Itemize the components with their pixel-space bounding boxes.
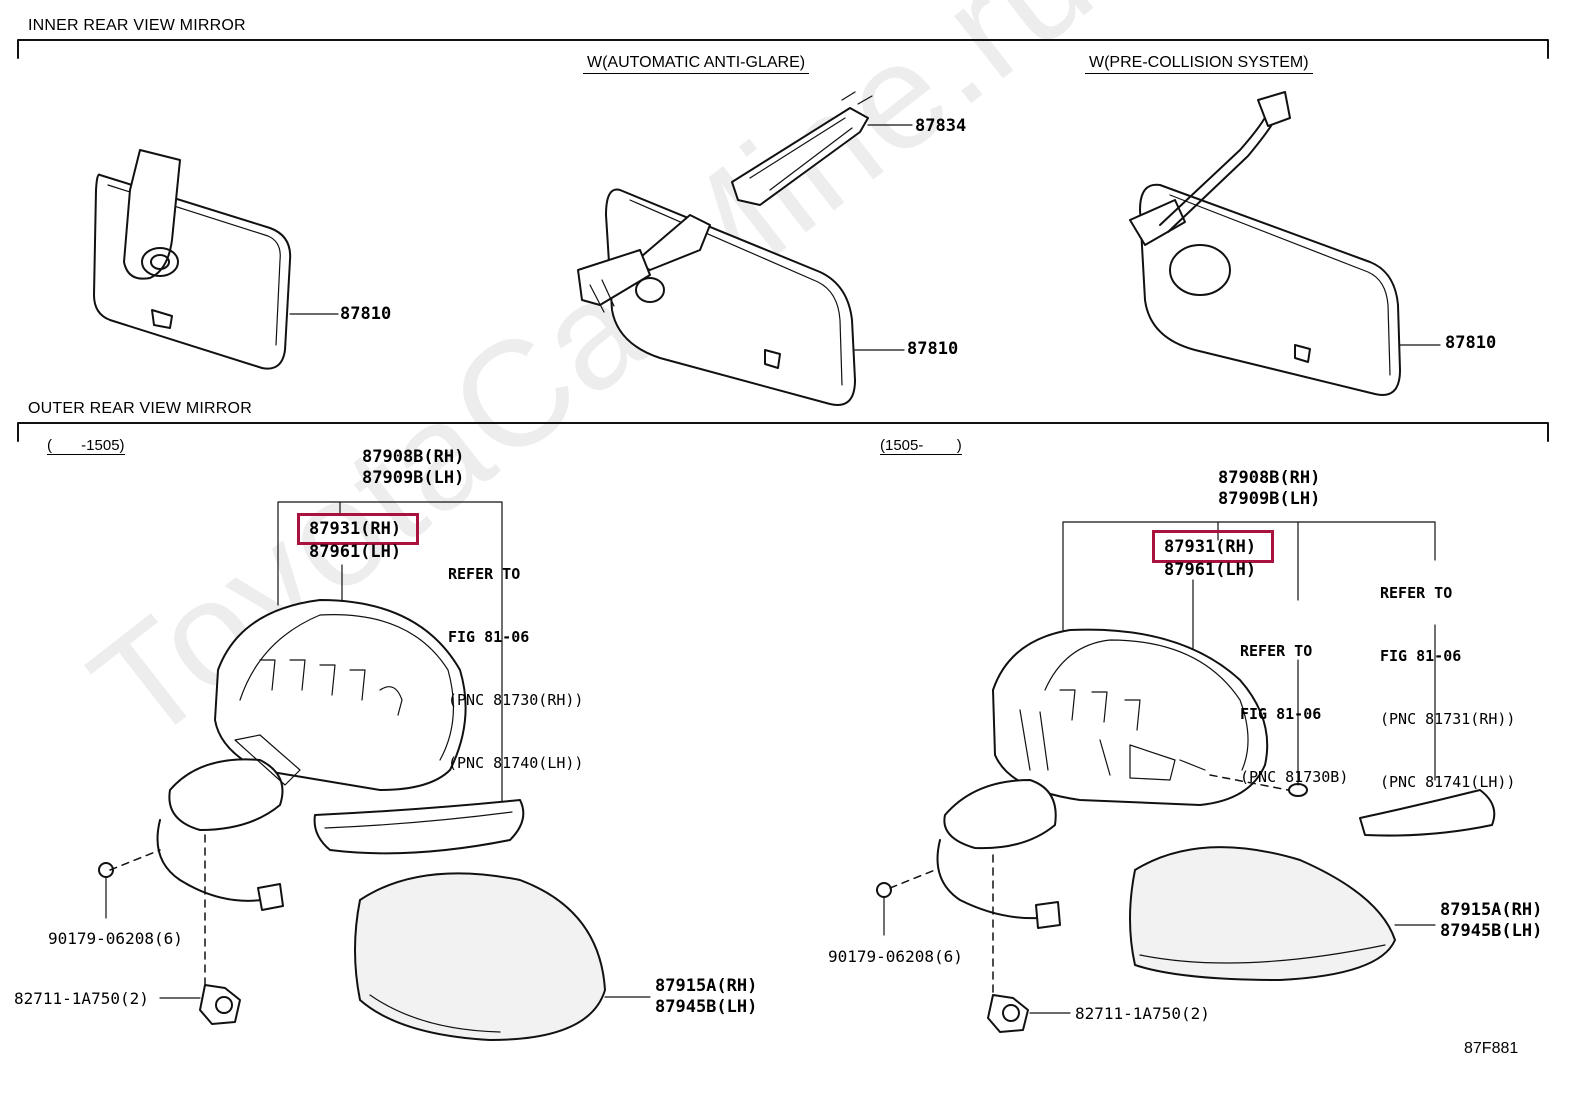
- outer-mirror-left: [98, 501, 651, 1041]
- fig-ref-text[interactable]: FIG 81-06: [448, 628, 530, 646]
- part-number-inner-mirror-2[interactable]: 87810: [907, 339, 959, 359]
- part-number-nut-right[interactable]: 90179-06208(6): [828, 947, 963, 966]
- range-right: (1505- ): [880, 437, 962, 455]
- part-number-assy-rh-left[interactable]: 87908B(RH): [362, 447, 465, 467]
- part-number-bracket[interactable]: 87834: [915, 116, 967, 136]
- pnc-81730b: (PNC 81730B): [1240, 768, 1349, 786]
- part-number-assy-lh-right[interactable]: 87909B(LH): [1218, 489, 1321, 509]
- part-number-inner-mirror-3[interactable]: 87810: [1445, 333, 1497, 353]
- part-number-cover-rh-right[interactable]: 87915A(RH): [1440, 900, 1543, 920]
- refer-note-lamp: REFER TO FIG 81-06 (PNC 81731(RH)) (PNC …: [1380, 541, 1515, 814]
- part-number-assy-rh-right[interactable]: 87908B(RH): [1218, 468, 1321, 488]
- pnc-81740-lh: (PNC 81740(LH)): [448, 754, 584, 772]
- refer-to-text: REFER TO: [1240, 642, 1313, 660]
- inner-mirror-antiglare: [577, 91, 913, 406]
- part-number-nut-left[interactable]: 90179-06208(6): [48, 929, 183, 948]
- inner-mirror-precollision: [1129, 91, 1441, 396]
- part-number-clip-right[interactable]: 82711-1A750(2): [1075, 1004, 1210, 1023]
- part-number-cover-lh-left[interactable]: 87945B(LH): [655, 997, 758, 1017]
- outer-section-title: OUTER REAR VIEW MIRROR: [28, 400, 252, 417]
- fig-ref-text[interactable]: FIG 81-06: [1240, 705, 1322, 723]
- part-number-cover-rh-left[interactable]: 87915A(RH): [655, 976, 758, 996]
- inner-mirror-plain: [93, 149, 339, 370]
- fig-ref-text[interactable]: FIG 81-06: [1380, 647, 1462, 665]
- part-number-glass-lh-left[interactable]: 87961(LH): [309, 542, 402, 562]
- outer-mirror-right: [876, 521, 1496, 1033]
- part-number-cover-lh-right[interactable]: 87945B(LH): [1440, 921, 1543, 941]
- part-number-glass-rh-left[interactable]: 87931(RH): [309, 519, 402, 539]
- figure-id: 87F881: [1464, 1040, 1519, 1057]
- refer-to-text: REFER TO: [1380, 584, 1453, 602]
- pnc-81741-lh: (PNC 81741(LH)): [1380, 773, 1516, 791]
- pnc-81731-rh: (PNC 81731(RH)): [1380, 710, 1516, 728]
- highlight-box-left: [297, 513, 419, 545]
- refer-to-text: REFER TO: [448, 565, 521, 583]
- part-number-assy-lh-left[interactable]: 87909B(LH): [362, 468, 465, 488]
- part-number-inner-mirror-1[interactable]: 87810: [340, 304, 392, 324]
- part-number-clip-left[interactable]: 82711-1A750(2): [14, 989, 149, 1008]
- range-left: ( -1505): [47, 437, 125, 455]
- part-number-glass-rh-right[interactable]: 87931(RH): [1164, 537, 1257, 557]
- refer-note-bulb: REFER TO FIG 81-06 (PNC 81730B): [1240, 599, 1348, 809]
- part-number-glass-lh-right[interactable]: 87961(LH): [1164, 560, 1257, 580]
- variant-antiglare-label: W(AUTOMATIC ANTI-GLARE): [583, 54, 810, 74]
- inner-section-title: INNER REAR VIEW MIRROR: [28, 17, 246, 34]
- highlight-box-right: [1152, 530, 1274, 563]
- variant-precollision-label: W(PRE-COLLISION SYSTEM): [1085, 54, 1313, 74]
- refer-note-left: REFER TO FIG 81-06 (PNC 81730(RH)) (PNC …: [448, 522, 583, 795]
- pnc-81730-rh: (PNC 81730(RH)): [448, 691, 584, 709]
